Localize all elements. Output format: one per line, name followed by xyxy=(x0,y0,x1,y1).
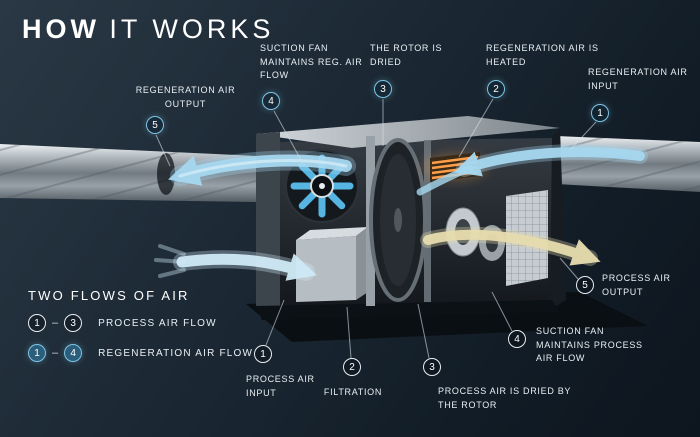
air-flow-arrows xyxy=(154,144,648,281)
legend-row-process: 1 – 3 PROCESS AIR FLOW xyxy=(28,314,217,332)
legend-separator: – xyxy=(52,317,59,329)
legend-regen-from-number: 1 xyxy=(28,344,46,362)
callout-suction-fan-process-number: 4 xyxy=(508,330,526,348)
callout-regen-air-output-number: 5 xyxy=(146,116,164,134)
page-title: HOW IT WORKS xyxy=(22,14,274,45)
legend-process-label: PROCESS AIR FLOW xyxy=(98,317,217,329)
desiccant-rotor-icon xyxy=(369,138,427,302)
legend-regen-label: REGENERATION AIR FLOW xyxy=(98,347,254,359)
callout-filtration-number: 2 xyxy=(343,358,361,376)
callout-rotor-dried-label: THE ROTOR IS DRIED xyxy=(370,43,443,67)
callout-process-air-dried-number: 3 xyxy=(423,358,441,376)
callout-suction-fan-process-label: SUCTION FAN MAINTAINS PROCESS AIR FLOW xyxy=(536,326,643,363)
legend-regen-to-number: 4 xyxy=(64,344,83,362)
callout-regen-air-output-label: REGENERATION AIR OUTPUT xyxy=(135,85,236,109)
callout-process-air-dried-label: PROCESS AIR IS DRIED BY THE ROTOR xyxy=(438,386,571,410)
legend-heading: TWO FLOWS OF AIR xyxy=(28,288,190,303)
callout-process-air-input-label: PROCESS AIR INPUT xyxy=(246,374,315,398)
callout-process-air-output-label: PROCESS AIR OUTPUT xyxy=(602,273,671,297)
callout-process-air-input-number: 1 xyxy=(254,345,272,363)
legend-process-from-number: 1 xyxy=(28,314,46,332)
callout-regen-air-input-label: REGENERATION AIR INPUT xyxy=(588,67,688,91)
legend-process-to-number: 3 xyxy=(64,314,83,332)
callout-regen-air-input-number: 1 xyxy=(591,104,609,122)
callout-rotor-dried-number: 3 xyxy=(374,80,392,98)
legend-separator: – xyxy=(52,347,59,359)
callout-suction-fan-regen-label: SUCTION FAN MAINTAINS REG. AIR FLOW xyxy=(260,43,363,80)
leader-lines xyxy=(155,98,597,359)
title-rest: IT WORKS xyxy=(109,14,275,44)
legend-row-regen: 1 – 4 REGENERATION AIR FLOW xyxy=(28,344,253,362)
title-bold: HOW xyxy=(22,14,100,44)
callout-process-air-output-number: 5 xyxy=(576,276,594,294)
callout-regen-air-heated-number: 2 xyxy=(487,80,505,98)
callout-filtration-label: FILTRATION xyxy=(323,387,383,397)
callout-regen-air-heated-label: REGENERATION AIR IS HEATED xyxy=(486,43,599,67)
callout-suction-fan-regen-number: 4 xyxy=(262,92,280,110)
